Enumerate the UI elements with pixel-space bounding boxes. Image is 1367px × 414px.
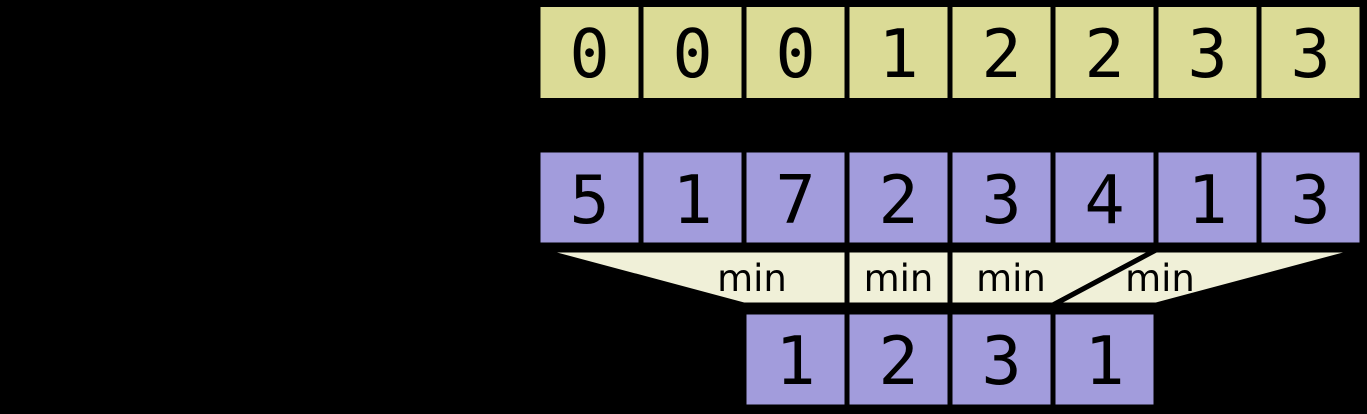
array-value: 5 [569, 161, 609, 239]
block-index-cell [535, 2, 644, 103]
array-cell [1256, 147, 1365, 248]
array-cell [535, 147, 644, 248]
block-index-value: 1 [878, 15, 918, 93]
block-index-value: 2 [1084, 15, 1124, 93]
block-min-row: 1 2 3 1 [741, 309, 1159, 410]
block-min-value: 3 [981, 322, 1021, 400]
min-operation-label: min [976, 257, 1046, 300]
min-operation-label: min [864, 257, 934, 300]
array-cell [844, 147, 953, 248]
min-band: min min min min [537, 247, 1363, 308]
array-value: 7 [775, 161, 815, 239]
array-cell [638, 147, 747, 248]
block-index-cell [741, 2, 850, 103]
min-operation-label: min [1125, 257, 1195, 300]
block-min-cell [844, 309, 953, 410]
block-index-value: 0 [775, 15, 815, 93]
array-value: 1 [1187, 161, 1227, 239]
block-index-cell [1153, 2, 1262, 103]
block-index-value: 0 [672, 15, 712, 93]
block-index-value: 0 [569, 15, 609, 93]
array-value: 2 [878, 161, 918, 239]
block-index-cell [947, 2, 1056, 103]
min-funnel-block0 [537, 247, 850, 308]
block-min-value: 2 [878, 322, 918, 400]
block-index-cell [1256, 2, 1365, 103]
array-cell [947, 147, 1056, 248]
block-min-value: 1 [775, 322, 815, 400]
block-index-row: 0 0 0 1 2 2 3 3 [535, 2, 1365, 103]
block-index-cell [638, 2, 747, 103]
min-funnel-block3 [1051, 247, 1363, 308]
array-value: 4 [1084, 161, 1124, 239]
array-row: 5 1 7 2 3 4 1 3 [535, 147, 1365, 248]
block-min-value: 1 [1084, 322, 1124, 400]
block-min-cell [1050, 309, 1159, 410]
block-min-cell [741, 309, 850, 410]
array-value: 1 [672, 161, 712, 239]
block-index-value: 3 [1187, 15, 1227, 93]
array-value: 3 [1290, 161, 1330, 239]
block-index-value: 2 [981, 15, 1021, 93]
array-value: 3 [981, 161, 1021, 239]
min-operation-label: min [717, 257, 787, 300]
block-index-value: 3 [1290, 15, 1330, 93]
